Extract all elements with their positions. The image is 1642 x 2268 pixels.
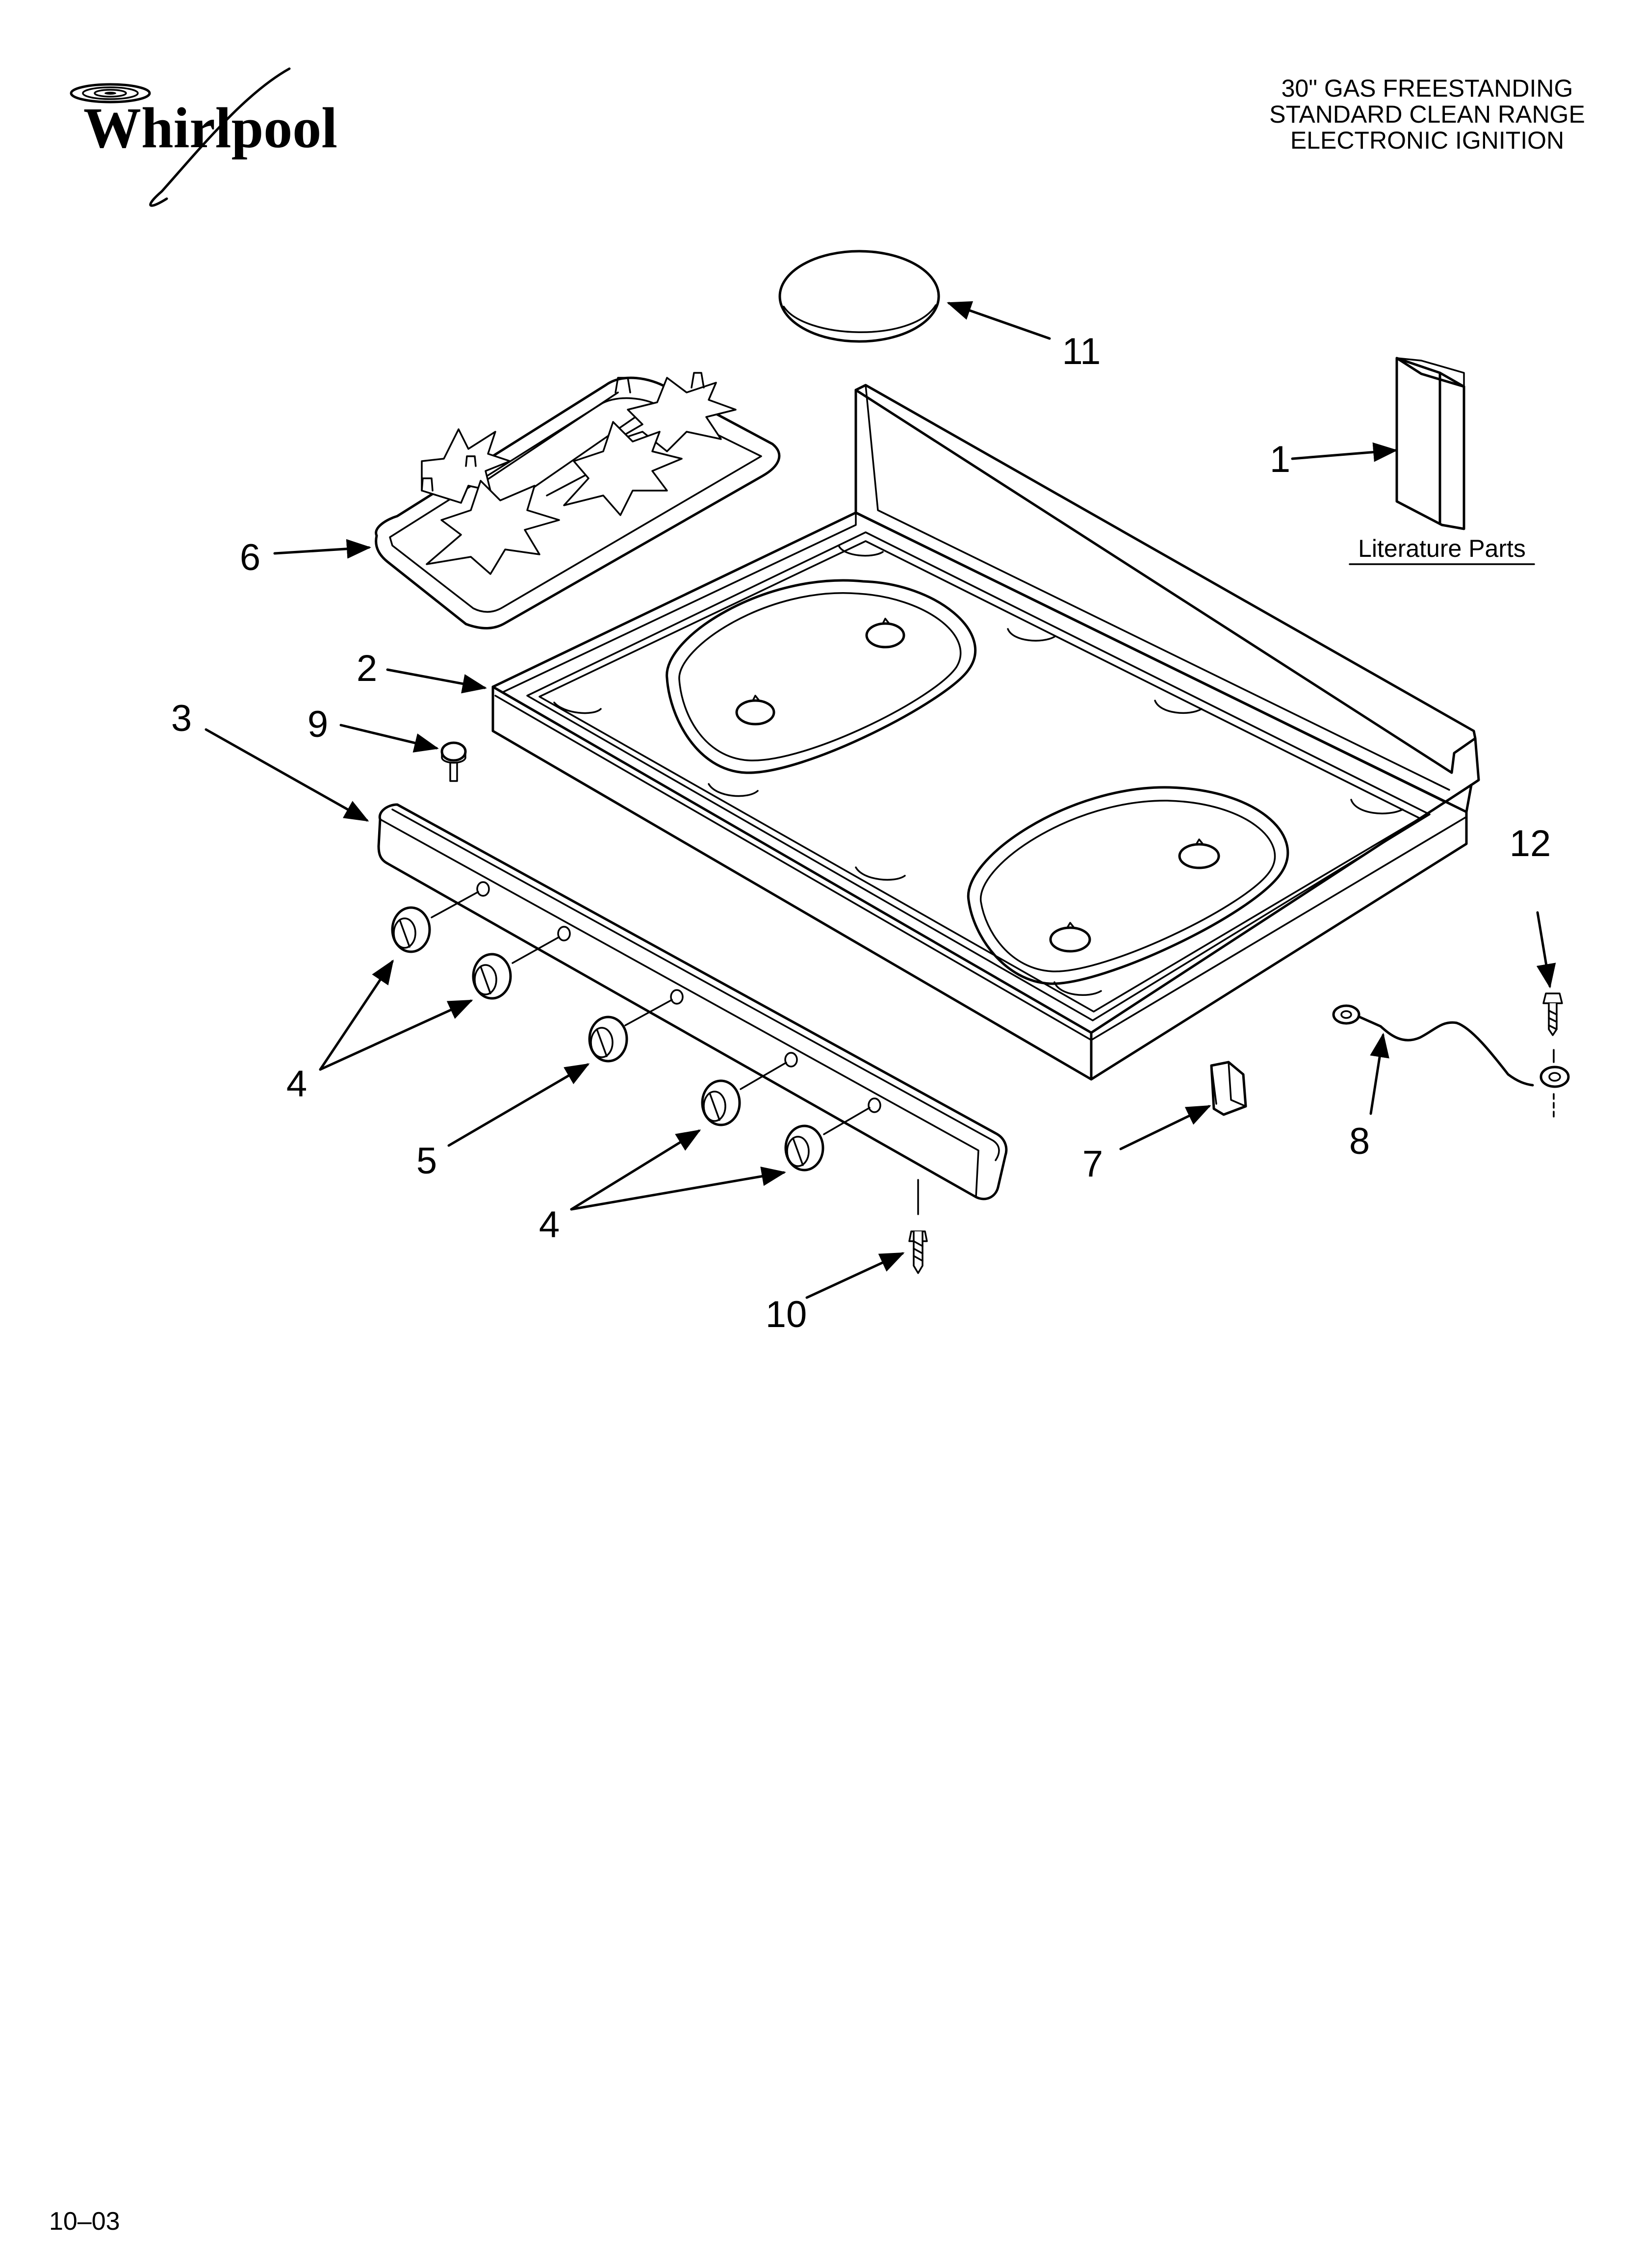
part-7-bracket — [1210, 1061, 1247, 1116]
knob-3 — [588, 999, 673, 1063]
revision-code: 10–03 — [49, 2207, 120, 2236]
callout-6: 6 — [240, 537, 260, 578]
callout-11: 11 — [1062, 331, 1101, 372]
leader-4a-upper — [319, 959, 394, 1071]
leader-4b-lower — [570, 1166, 786, 1211]
leader-12 — [1536, 911, 1556, 989]
part-12-screw — [1542, 992, 1563, 1120]
leader-8 — [1369, 1033, 1389, 1115]
part-8-ground-wire — [1332, 1004, 1570, 1088]
callout-7: 7 — [1082, 1143, 1103, 1185]
title-line-3: ELECTRONIC IGNITION — [1290, 127, 1564, 154]
leader-1 — [1291, 442, 1398, 462]
leader-lines — [205, 301, 1556, 1299]
callout-4-left: 4 — [286, 1063, 307, 1105]
part-1-literature-booklet — [1395, 357, 1465, 530]
swirl-emblem-icon — [70, 83, 151, 104]
part-6-burner-grate — [375, 372, 781, 629]
callout-10: 10 — [766, 1294, 807, 1335]
leader-4a-lower — [319, 999, 473, 1071]
callout-2: 2 — [357, 648, 377, 689]
whirlpool-logo: Whirlpool — [70, 67, 337, 207]
part-9-screw — [440, 741, 467, 782]
leader-2 — [386, 668, 487, 694]
knob-4 — [701, 1062, 787, 1126]
leader-9 — [339, 724, 439, 753]
part-2-cooktop — [491, 384, 1480, 1081]
callout-4-right: 4 — [539, 1204, 560, 1246]
part-11-cap — [778, 250, 940, 343]
title-line-1: 30" GAS FREESTANDING — [1282, 75, 1573, 102]
leader-5 — [447, 1063, 590, 1147]
leader-7 — [1119, 1105, 1211, 1150]
knob-2 — [472, 936, 560, 1000]
part-10-screw — [908, 1179, 928, 1274]
title-line-2: STANDARD CLEAN RANGE — [1269, 101, 1585, 128]
callout-3: 3 — [171, 698, 192, 739]
callout-9: 9 — [308, 704, 328, 745]
callout-1: 1 — [1270, 439, 1290, 480]
leader-4b-upper — [570, 1129, 701, 1211]
leader-6 — [273, 539, 371, 559]
callout-numbers: 11 1 6 2 3 9 12 4 5 7 8 4 10 — [171, 331, 1551, 1335]
part-3-control-panel — [377, 803, 1008, 1200]
callout-5: 5 — [416, 1140, 437, 1182]
leader-11 — [947, 301, 1051, 340]
diagram-title: 30" GAS FREESTANDING STANDARD CLEAN RANG… — [1269, 75, 1585, 154]
knob-5 — [784, 1107, 871, 1172]
callout-12: 12 — [1510, 823, 1551, 864]
knob-1 — [391, 891, 479, 953]
literature-parts-label: Literature Parts — [1358, 535, 1526, 562]
logo-swoosh-icon — [149, 67, 291, 207]
leader-3 — [205, 728, 369, 822]
callout-8: 8 — [1349, 1121, 1370, 1162]
brand-logo-text: Whirlpool — [83, 96, 337, 160]
leader-10 — [805, 1252, 905, 1299]
